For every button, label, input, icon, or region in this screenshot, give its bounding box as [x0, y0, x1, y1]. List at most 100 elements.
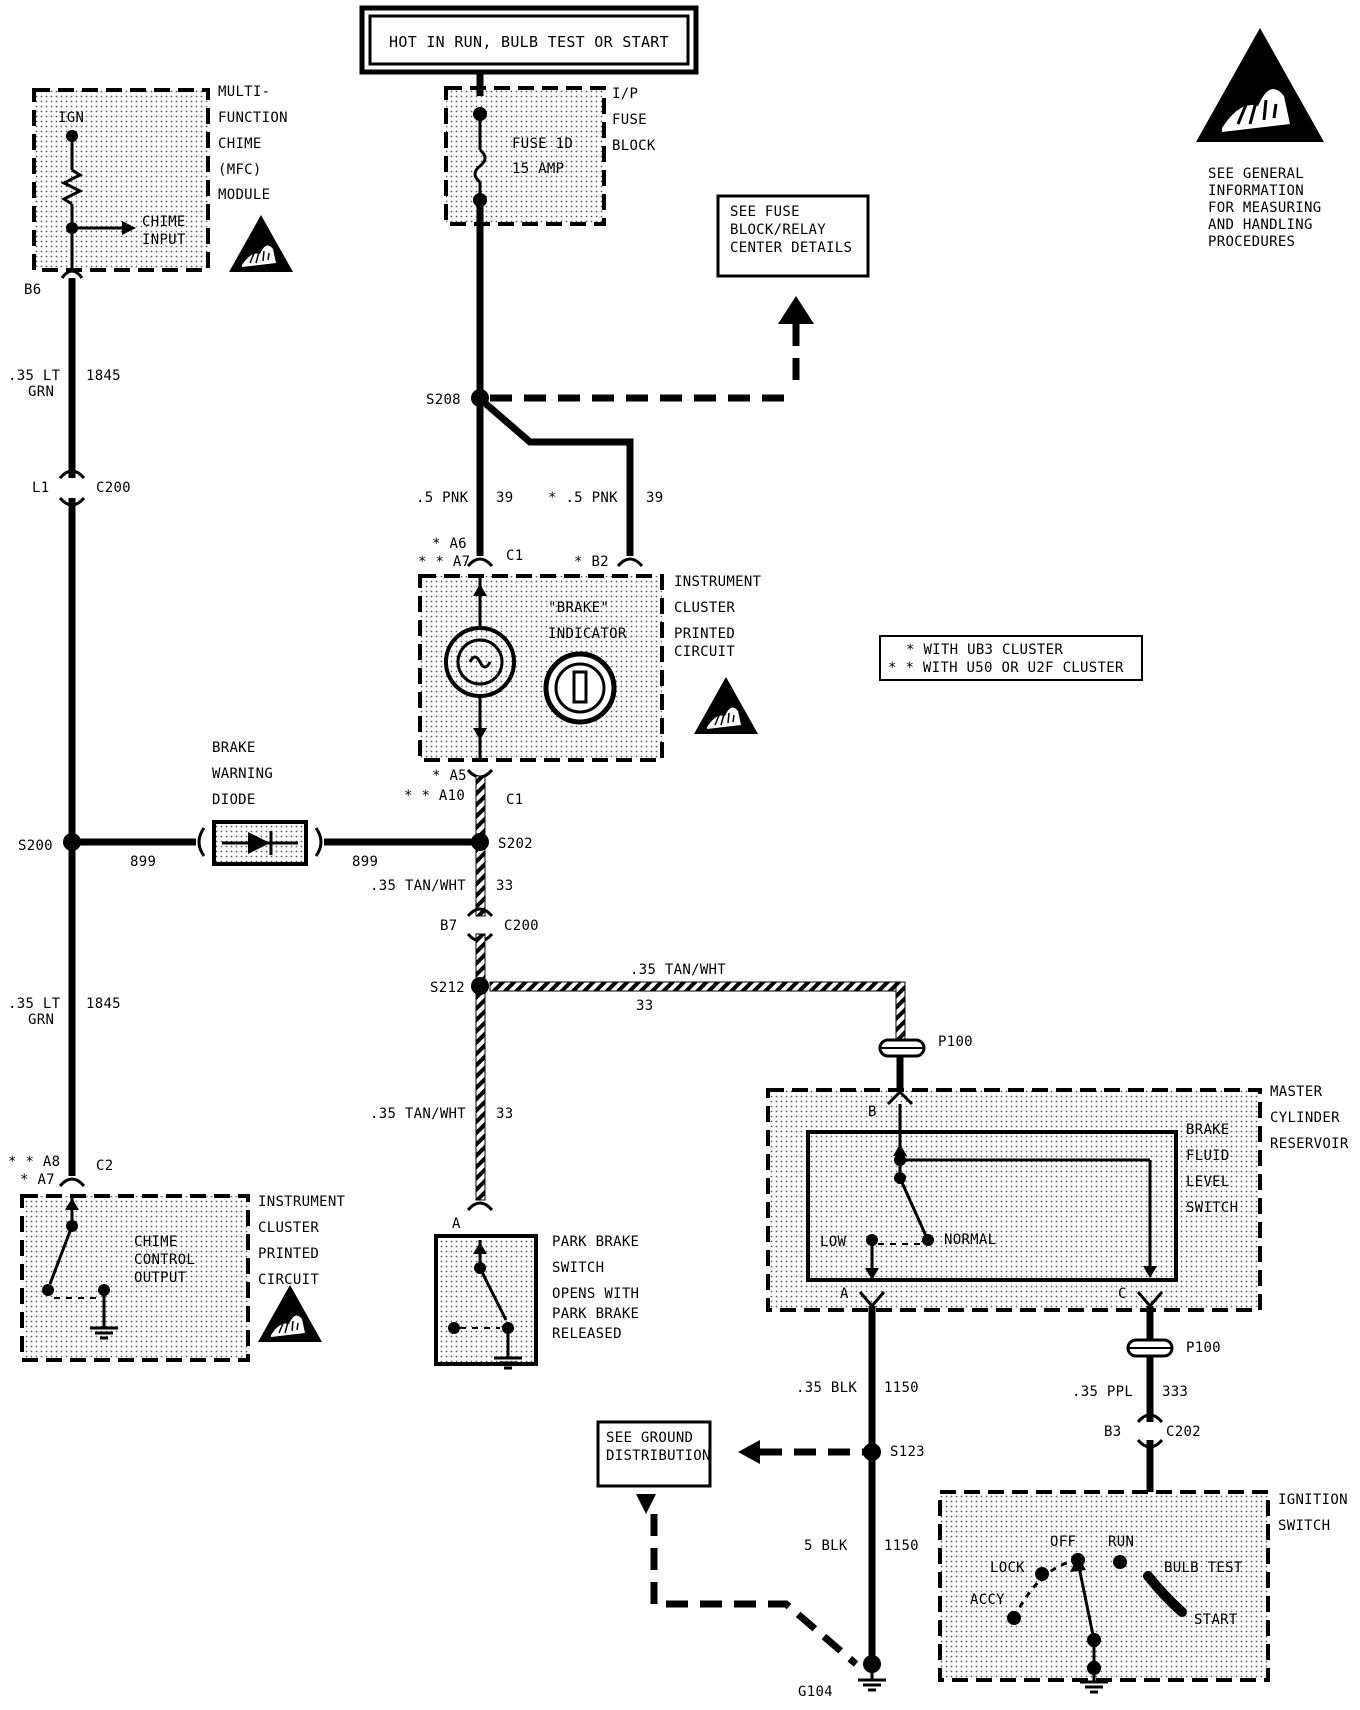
diagram-label: 1845: [86, 996, 121, 1012]
ignition-title: IGNITION: [1278, 1492, 1348, 1508]
connector-p100-top: P100: [878, 1034, 973, 1090]
diagram-label: 333: [1162, 1384, 1188, 1400]
diagram-label: OFF: [1050, 1534, 1076, 1550]
park-brake-switch: A PARK BRAKE SWITCH OPENS WITH PARK BRAK…: [434, 1201, 639, 1370]
ignition-switch: IGNITION SWITCH OFF RUN LOCK ACCY BULB T…: [938, 1490, 1348, 1694]
diagram-label: GRN: [28, 384, 54, 400]
diagram-label: S123: [890, 1444, 925, 1460]
ground-icon: [856, 1668, 888, 1692]
fuse-rating: 15 AMP: [512, 161, 564, 177]
resistor-icon: [60, 168, 84, 206]
diagram-label: 1150: [884, 1380, 919, 1396]
diagram-label: AND HANDLING: [1208, 217, 1313, 233]
diagram-label: .35 TAN/WHT: [630, 962, 726, 978]
diagram-label: * * WITH U50 OR U2F CLUSTER: [888, 660, 1124, 676]
diagram-label: B3: [1104, 1424, 1121, 1440]
diagram-label: PARK BRAKE: [552, 1234, 639, 1250]
diagram-label: .35 TAN/WHT: [370, 878, 466, 894]
esd-sensitive-icon: [257, 1284, 323, 1343]
diagram-label: .5 PNK: [416, 490, 469, 506]
diagram-label: 39: [646, 490, 663, 506]
fuse-details-note: SEE FUSE BLOCK/RELAY CENTER DETAILS: [716, 194, 870, 392]
diagram-label: C200: [504, 918, 539, 934]
diagram-label: DIODE: [212, 792, 256, 808]
diagram-label: INFORMATION: [1208, 183, 1304, 199]
diagram-label: .35 BLK: [796, 1380, 857, 1396]
instrument-cluster-top: "BRAKE" INDICATOR INSTRUMENT CLUSTER PRI…: [418, 574, 762, 762]
diagram-label: P100: [938, 1034, 973, 1050]
float-switch-icon: [898, 1177, 928, 1237]
arrow-up-icon: [778, 296, 814, 324]
diagram-label: B: [868, 1104, 877, 1120]
diagram-label: 33: [496, 1106, 513, 1122]
diagram-label: 39: [496, 490, 513, 506]
diagram-label: C2: [96, 1158, 113, 1174]
diagram-label: ACCY: [970, 1592, 1005, 1608]
diagram-label: LOW: [820, 1234, 846, 1250]
power-source-label: HOT IN RUN, BULB TEST OR START: [389, 33, 669, 51]
mfc-title: MULTI-: [218, 84, 270, 100]
ignition-contact-icon: [1076, 1561, 1096, 1641]
diagram-label: P100: [1186, 1340, 1221, 1356]
diagram-label: .35 TAN/WHT: [370, 1106, 466, 1122]
master-cylinder-reservoir: B LOW NORMAL BRAKE FLUID LEVEL SWITCH MA…: [766, 1084, 1349, 1312]
diagram-label: C: [1118, 1286, 1127, 1302]
diagram-label: CLUSTER: [258, 1220, 319, 1236]
diagram-label: CIRCUIT: [258, 1272, 319, 1288]
diagram-label: INPUT: [142, 232, 186, 248]
esd-note-line: SEE GENERAL: [1208, 166, 1304, 182]
diagram-label: PARK BRAKE: [552, 1306, 639, 1322]
diode-icon: [248, 832, 270, 854]
esd-sensitive-icon: [228, 214, 294, 273]
mfc-module: IGN CHIME INPUT MULTI- FUNCTION CHIME (M…: [24, 84, 294, 298]
diagram-label: * B2: [574, 554, 609, 570]
diagram-label: BLOCK/RELAY: [730, 222, 826, 238]
diagram-label: 5 BLK: [804, 1538, 848, 1554]
diagram-label: C1: [506, 548, 523, 564]
diagram-label: RUN: [1108, 1534, 1134, 1550]
diagram-label: C200: [96, 480, 131, 496]
diagram-label: GRN: [28, 1012, 54, 1028]
arrow-right-icon: [122, 221, 136, 235]
splice-s212: [471, 977, 489, 995]
diagram-label: NORMAL: [944, 1232, 996, 1248]
diagram-label: 1150: [884, 1538, 919, 1554]
esd-warning: SEE GENERAL INFORMATION FOR MEASURING AN…: [1194, 26, 1326, 250]
diagram-label: BRAKE: [1186, 1122, 1230, 1138]
diagram-label: CENTER DETAILS: [730, 240, 852, 256]
splice-s123: [863, 1443, 881, 1461]
diagram-label: CIRCUIT: [674, 644, 735, 660]
diagram-label: S212: [430, 980, 465, 996]
instrument-cluster-bottom: * * A8 * A7 C2 CHIME CONTROL OUTPUT INST…: [8, 1154, 346, 1362]
diagram-label: INDICATOR: [548, 626, 627, 642]
diagram-label: * * A7: [418, 554, 470, 570]
fuse-block: FUSE 1D 15 AMP I/P FUSE BLOCK: [444, 72, 656, 226]
cluster-top-title: INSTRUMENT: [674, 574, 762, 590]
diagram-label: CYLINDER: [1270, 1110, 1340, 1126]
diagram-label: .35 LT: [8, 996, 61, 1012]
diagram-label: WARNING: [212, 766, 273, 782]
diagram-label: 899: [352, 854, 378, 870]
diagram-label: * * A10: [404, 788, 465, 804]
diagram-label: 33: [496, 878, 513, 894]
diagram-label: BLOCK: [612, 138, 656, 154]
diagram-label: B7: [440, 918, 457, 934]
arrow-down-icon: [636, 1494, 656, 1514]
splice-s208: [471, 389, 489, 407]
diagram-label: SEE FUSE: [730, 204, 800, 220]
arrow-left-icon: [738, 1440, 760, 1464]
diagram-label: OUTPUT: [134, 1270, 187, 1286]
legend: * WITH UB3 CLUSTER * * WITH U50 OR U2F C…: [879, 635, 1143, 681]
diagram-label: START: [1194, 1612, 1238, 1628]
fuse-icon: [473, 148, 487, 184]
diagram-label: * WITH UB3 CLUSTER: [906, 642, 1063, 658]
diagram-label: 33: [636, 998, 653, 1014]
diagram-label: A: [452, 1216, 461, 1232]
ground-distribution-note: SEE GROUND DISTRIBUTION: [596, 1420, 859, 1667]
cluster-bottom-title: INSTRUMENT: [258, 1194, 346, 1210]
diagram-label: OPENS WITH: [552, 1286, 639, 1302]
switch-contact-icon: [478, 1267, 508, 1321]
diagram-label: * A7: [20, 1172, 55, 1188]
diagram-label: SEE GROUND: [606, 1430, 693, 1446]
